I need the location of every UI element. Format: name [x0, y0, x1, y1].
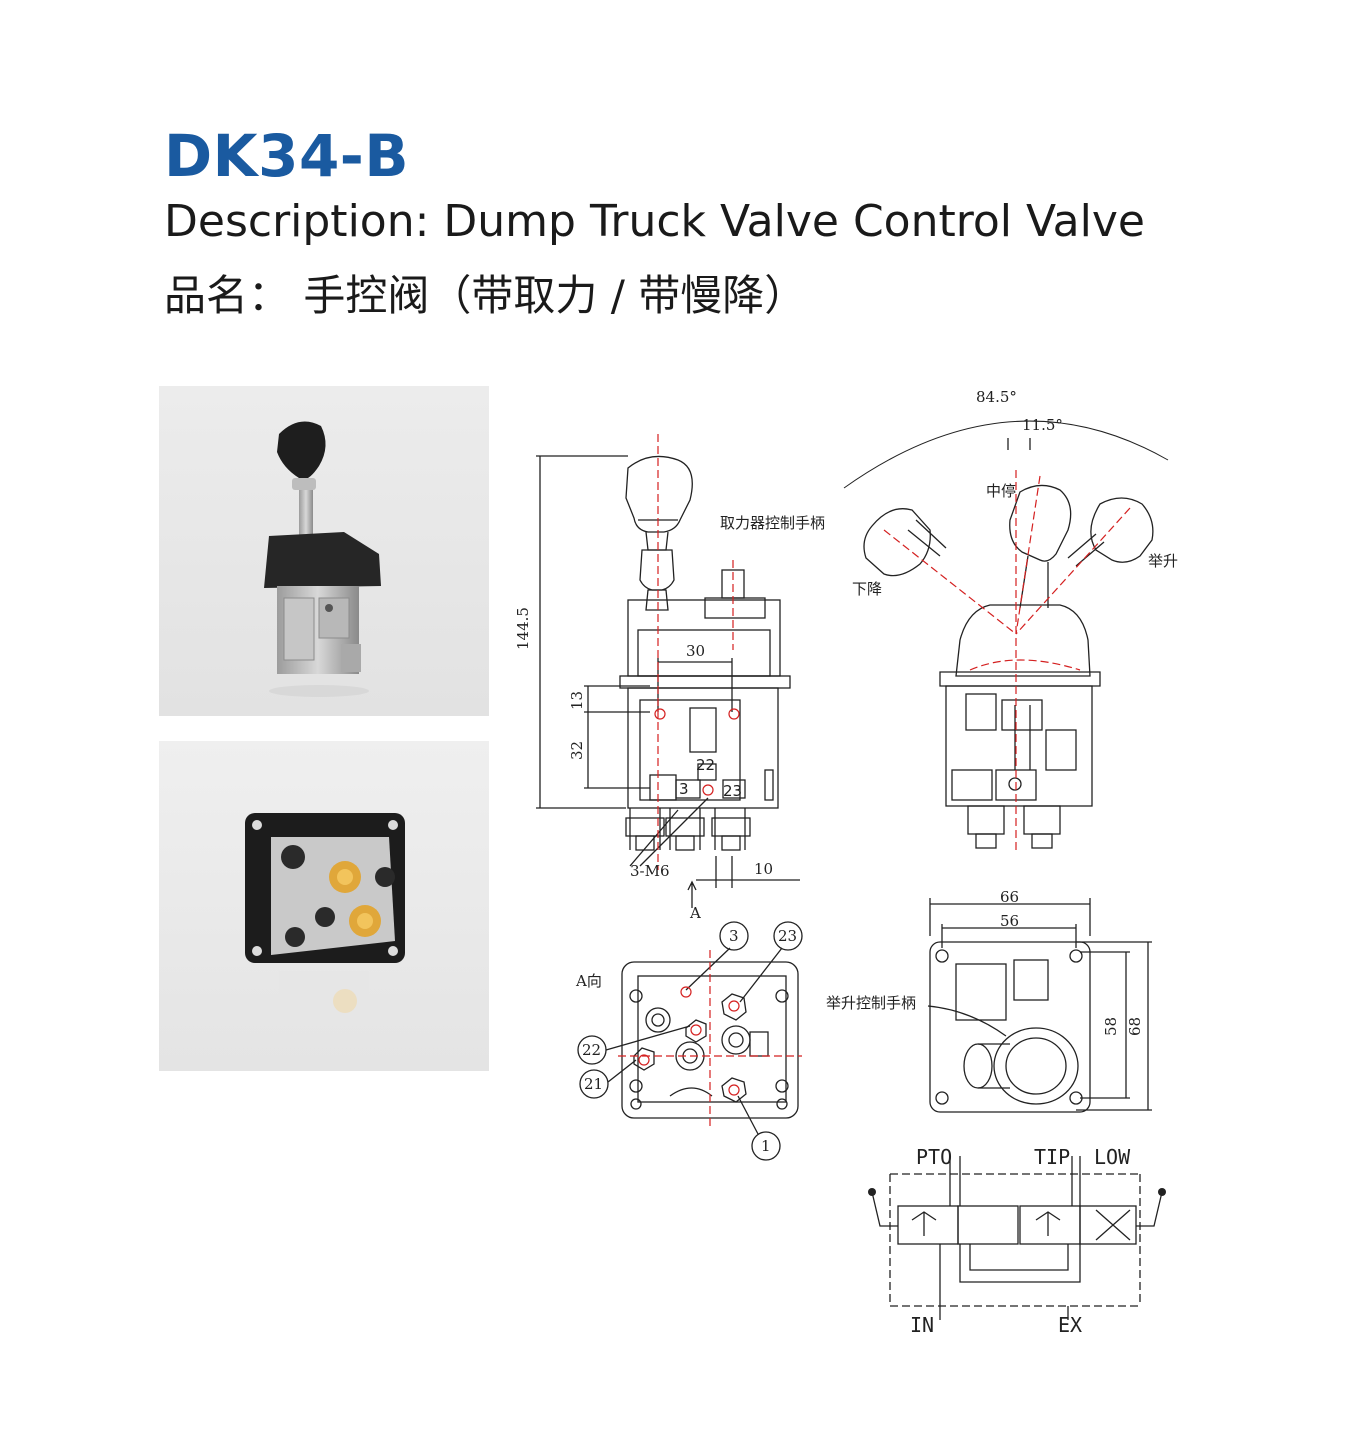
- hydraulic-schematic: [871, 1156, 1163, 1320]
- pto-handle-label: 取力器控制手柄: [720, 514, 825, 532]
- dim-66: 66: [1000, 888, 1019, 906]
- circle-1: 1: [761, 1137, 771, 1155]
- product-name-cn: 品名： 手控阀（带取力 / 带慢降）: [164, 271, 807, 320]
- circle-23: 23: [778, 927, 797, 945]
- dim-58: 58: [1102, 1017, 1120, 1036]
- thread-spec: 3-M6: [630, 862, 670, 880]
- dim-144-5: 144.5: [514, 607, 532, 650]
- port-3-label: 3: [679, 780, 689, 798]
- circle-3: 3: [729, 927, 739, 945]
- position-lower: 下降: [852, 580, 882, 598]
- valve-side-photo: [159, 386, 489, 716]
- view-a-label: A向: [575, 972, 602, 990]
- angle-small: 11.5°: [1022, 416, 1063, 434]
- dim-30: 30: [686, 642, 705, 660]
- port-23-label: 23: [723, 782, 742, 800]
- view-arrow-a: A: [689, 904, 701, 922]
- dim-68: 68: [1126, 1017, 1144, 1036]
- schematic-low: LOW: [1094, 1145, 1131, 1169]
- angle-total: 84.5°: [976, 388, 1017, 406]
- product-description: Description: Dump Truck Valve Control Va…: [164, 196, 1145, 247]
- lift-handle-label: 举升控制手柄: [826, 994, 916, 1012]
- schematic-pto: PTO: [916, 1145, 952, 1169]
- dim-56: 56: [1000, 912, 1019, 930]
- schematic-tip: TIP: [1034, 1145, 1070, 1169]
- schematic-in: IN: [910, 1313, 934, 1337]
- dim-10: 10: [754, 860, 773, 878]
- technical-drawing: 144.5 30 13 32 22 3 23 3-M6 10 A 取力器控制手柄…: [514, 388, 1178, 1337]
- top-view: [927, 898, 1152, 1113]
- dim-13: 13: [568, 691, 586, 710]
- schematic-ex: EX: [1058, 1313, 1082, 1337]
- position-middle: 中停: [986, 482, 1016, 500]
- port-22-label: 22: [696, 756, 715, 774]
- bottom-view-a: [577, 921, 803, 1161]
- product-code-title: DK34-B: [164, 122, 410, 190]
- valve-bottom-photo: [159, 741, 489, 1071]
- position-lift: 举升: [1148, 552, 1178, 570]
- circle-21: 21: [584, 1075, 603, 1093]
- circle-22: 22: [582, 1041, 601, 1059]
- front-view: [536, 455, 800, 908]
- dim-32: 32: [568, 741, 586, 760]
